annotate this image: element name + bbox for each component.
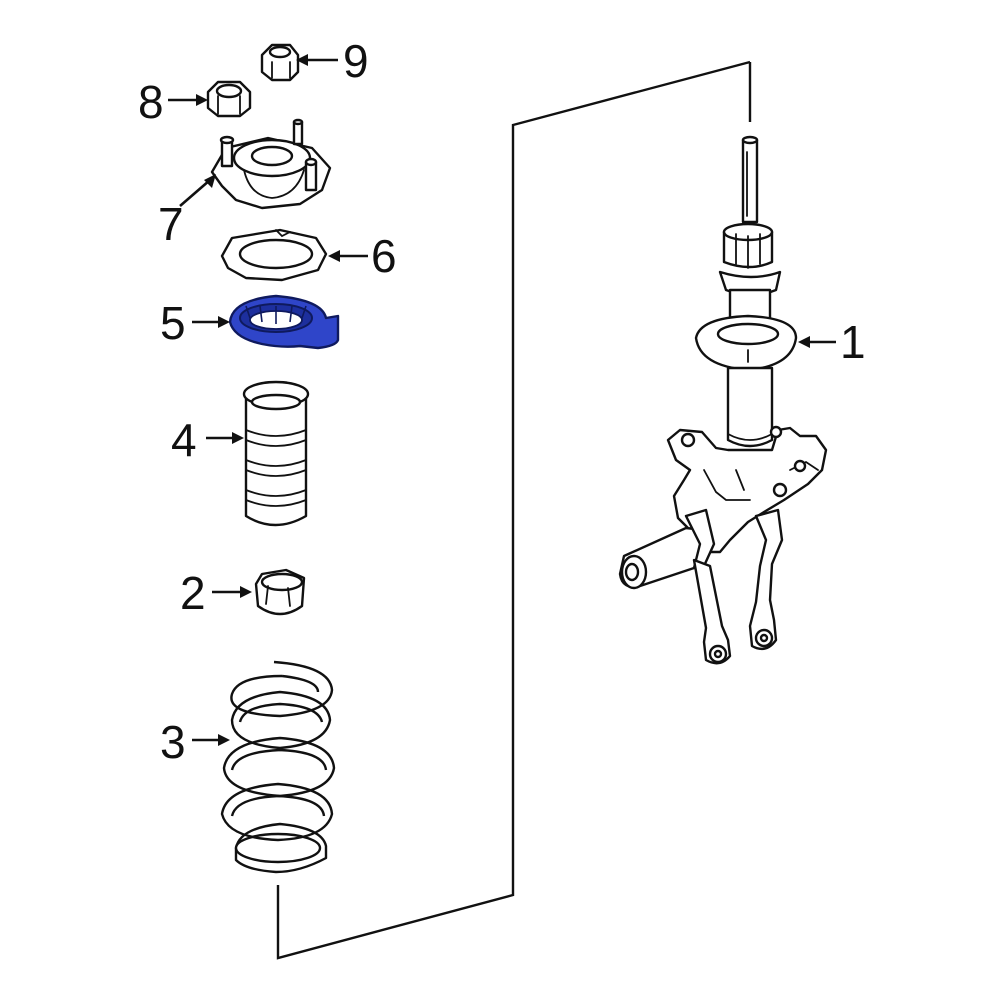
part-5-spring-seat[interactable] (228, 294, 340, 350)
part-7-strut-mount[interactable] (210, 118, 332, 210)
callout-arrows (168, 54, 836, 746)
assembly-bracket-outline (276, 60, 752, 960)
callout-label-6: 6 (371, 230, 397, 282)
callout-label-2: 2 (180, 567, 206, 619)
callout-label-9: 9 (343, 35, 369, 87)
callout-label-1: 1 (840, 316, 866, 368)
callout-label-5: 5 (160, 297, 186, 349)
callout-label-4: 4 (171, 414, 197, 466)
callout-label-7: 7 (158, 198, 184, 250)
part-9-nut[interactable] (260, 43, 300, 82)
callout-label-3: 3 (160, 716, 186, 768)
part-3-coil-spring[interactable] (220, 660, 336, 874)
callout-label-8: 8 (138, 76, 164, 128)
part-1-strut-assembly[interactable] (618, 135, 828, 665)
part-6-spring-insulator[interactable] (220, 228, 328, 282)
part-4-dust-boot[interactable] (242, 380, 310, 527)
part-2-bump-stop[interactable] (254, 568, 306, 616)
part-8-nut[interactable] (206, 80, 252, 118)
